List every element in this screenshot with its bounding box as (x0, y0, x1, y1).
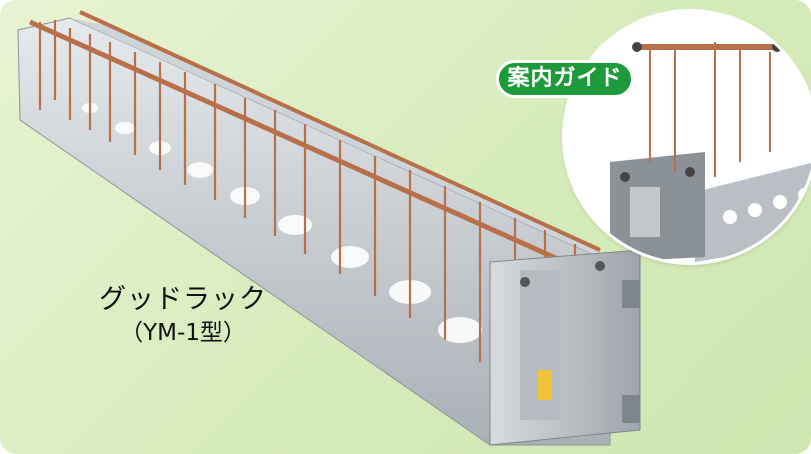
guide-inset (565, 12, 811, 262)
guide-detail-photo (565, 12, 811, 262)
guide-badge: 案内ガイド (496, 60, 634, 98)
product-name: グッドラック (99, 284, 267, 315)
product-model: （YM-1型） (120, 320, 246, 346)
